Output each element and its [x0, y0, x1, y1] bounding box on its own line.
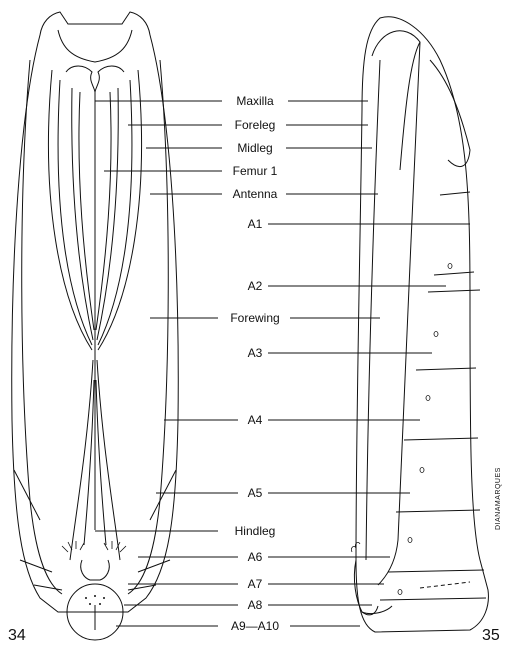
antenna-right — [97, 69, 142, 351]
abdominal-segments — [379, 191, 487, 601]
label-a6: A6 — [248, 550, 263, 564]
segment-a8-lateral — [361, 605, 393, 615]
label-a3: A3 — [248, 346, 263, 360]
thorax-notch — [429, 59, 471, 168]
pupa-lateral-view — [351, 16, 489, 633]
cremaster — [80, 559, 110, 581]
dashed-segment — [419, 581, 471, 589]
cremaster-lateral — [353, 559, 379, 616]
label-foreleg: Foreleg — [235, 118, 276, 132]
ventral-body-outline — [11, 11, 179, 613]
segment-a6-right — [137, 559, 171, 573]
label-a7: A7 — [248, 577, 263, 591]
hindleg-inner-left — [83, 379, 95, 546]
label-maxilla: Maxilla — [236, 94, 274, 108]
anal-segment — [66, 583, 124, 641]
pupa-ventral-view — [11, 11, 179, 641]
segment-a7-right — [127, 584, 157, 591]
femur1-left — [78, 91, 95, 331]
figure-number-35: 35 — [482, 627, 500, 644]
segment-a5-left — [13, 469, 41, 521]
antenna-left — [48, 69, 93, 351]
segment-a5-right — [149, 469, 177, 521]
label-antenna: Antenna — [233, 187, 278, 201]
bristle-tufts — [61, 541, 127, 553]
label-a5: A5 — [248, 486, 263, 500]
cremaster-hooks — [351, 541, 361, 553]
head-lateral — [371, 30, 421, 171]
hindleg-right — [96, 359, 121, 561]
spiracles — [397, 263, 453, 595]
head-outline — [57, 29, 133, 63]
segment-a7-left — [33, 584, 63, 591]
artist-signature: DIANAMARQUES — [495, 467, 502, 530]
appendage-sheath — [365, 59, 381, 561]
leader-lines — [95, 100, 470, 627]
label-hindleg: Hindleg — [235, 524, 276, 538]
label-a8: A8 — [248, 598, 263, 612]
forewing-outline — [21, 59, 63, 595]
labels: Maxilla Foreleg Midleg Femur 1 Antenna A… — [230, 94, 279, 633]
femur1-right — [95, 91, 112, 331]
label-a9-a10: A9—A10 — [231, 619, 279, 633]
lateral-body-outline — [355, 16, 489, 633]
wing-margin-lateral — [377, 41, 421, 586]
segment-a6-left — [19, 559, 53, 573]
label-midleg: Midleg — [237, 141, 272, 155]
hindleg-left — [69, 359, 94, 561]
hindleg-inner-right — [95, 379, 107, 546]
midleg-right — [97, 79, 133, 346]
figure-number-34: 34 — [8, 627, 26, 644]
label-a2: A2 — [248, 279, 263, 293]
forewing-outline-right — [127, 59, 169, 595]
genital-dots — [85, 595, 105, 605]
foreleg-left — [71, 87, 94, 341]
label-femur1: Femur 1 — [233, 164, 278, 178]
label-a4: A4 — [248, 413, 263, 427]
label-a1: A1 — [248, 217, 263, 231]
head-lobes — [65, 65, 125, 93]
label-forewing: Forewing — [230, 311, 279, 325]
midleg-left — [57, 79, 93, 346]
foreleg-right — [96, 87, 119, 341]
